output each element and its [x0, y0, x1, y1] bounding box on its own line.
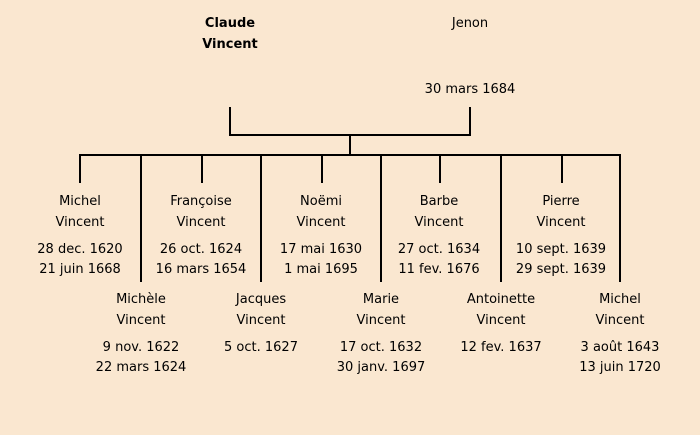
- connector-child4-drop: [260, 156, 262, 282]
- mother-node[interactable]: Jenon: [410, 13, 530, 34]
- marriage-date: 30 mars 1684: [424, 82, 516, 97]
- person-date2: 16 mars 1654: [155, 262, 247, 277]
- person-first-name: Noëmi: [300, 194, 342, 209]
- person-last-name: Vincent: [296, 215, 346, 230]
- father-node[interactable]: Claude Vincent: [170, 13, 290, 55]
- connector-child2-drop: [140, 156, 142, 282]
- connector-child9-drop: [561, 156, 563, 183]
- person-date1: 3 août 1643: [580, 340, 660, 355]
- person-first-name: Michel: [599, 292, 641, 307]
- person-first-name: Jacques: [235, 292, 287, 307]
- person-date1: 5 oct. 1627: [224, 340, 298, 355]
- person-date2: 29 sept. 1639: [515, 262, 607, 277]
- connector-mother-drop: [469, 107, 471, 136]
- connector-child3-drop: [201, 156, 203, 183]
- connector-child6-drop: [380, 156, 382, 282]
- connector-child1-drop: [79, 156, 81, 183]
- person-node-pierre[interactable]: Pierre Vincent 10 sept. 1639 29 sept. 16…: [501, 191, 621, 280]
- person-node-francoise[interactable]: Françoise Vincent 26 oct. 1624 16 mars 1…: [141, 191, 261, 280]
- person-last-name: Vincent: [414, 215, 464, 230]
- person-last-name: Vincent: [55, 215, 105, 230]
- person-node-jacques[interactable]: Jacques Vincent 5 oct. 1627: [201, 289, 321, 358]
- father-last-name: Vincent: [202, 37, 258, 52]
- person-date1: 17 mai 1630: [279, 242, 363, 257]
- person-node-michele[interactable]: Michèle Vincent 9 nov. 1622 22 mars 1624: [81, 289, 201, 378]
- person-last-name: Vincent: [116, 313, 166, 328]
- person-last-name: Vincent: [356, 313, 406, 328]
- person-node-marie[interactable]: Marie Vincent 17 oct. 1632 30 janv. 1697: [321, 289, 441, 378]
- person-date1: 9 nov. 1622: [102, 340, 180, 355]
- connector-father-drop: [229, 107, 231, 136]
- person-last-name: Vincent: [476, 313, 526, 328]
- connector-child5-drop: [321, 156, 323, 183]
- mother-name: Jenon: [451, 16, 489, 31]
- person-date1: 26 oct. 1624: [159, 242, 243, 257]
- person-date1: 17 oct. 1632: [339, 340, 423, 355]
- person-node-michel2[interactable]: Michel Vincent 3 août 1643 13 juin 1720: [560, 289, 680, 378]
- person-date2: 30 janv. 1697: [336, 360, 426, 375]
- person-first-name: Michèle: [116, 292, 166, 307]
- person-date2: 21 juin 1668: [39, 262, 121, 277]
- person-last-name: Vincent: [236, 313, 286, 328]
- person-date2: 11 fev. 1676: [398, 262, 480, 277]
- person-node-noemi[interactable]: Noëmi Vincent 17 mai 1630 1 mai 1695: [261, 191, 381, 280]
- person-node-antoinette[interactable]: Antoinette Vincent 12 fev. 1637: [441, 289, 561, 358]
- connector-siblings-bar: [79, 154, 621, 156]
- connector-parents-bar: [229, 134, 471, 136]
- connector-child7-drop: [439, 156, 441, 183]
- person-date1: 27 oct. 1634: [397, 242, 481, 257]
- person-date1: 10 sept. 1639: [515, 242, 607, 257]
- person-node-barbe[interactable]: Barbe Vincent 27 oct. 1634 11 fev. 1676: [379, 191, 499, 280]
- person-date1: 12 fev. 1637: [460, 340, 542, 355]
- person-first-name: Françoise: [170, 194, 232, 209]
- person-first-name: Marie: [362, 292, 400, 307]
- person-first-name: Michel: [59, 194, 101, 209]
- person-node-michel1[interactable]: Michel Vincent 28 dec. 1620 21 juin 1668: [20, 191, 140, 280]
- person-first-name: Pierre: [542, 194, 580, 209]
- connector-child8-drop: [500, 156, 502, 282]
- person-first-name: Barbe: [419, 194, 459, 209]
- person-first-name: Antoinette: [466, 292, 536, 307]
- person-last-name: Vincent: [176, 215, 226, 230]
- person-last-name: Vincent: [536, 215, 586, 230]
- person-date2: 13 juin 1720: [579, 360, 661, 375]
- father-first-name: Claude: [204, 16, 256, 31]
- person-date2: 22 mars 1624: [95, 360, 187, 375]
- connector-child10-drop: [619, 156, 621, 282]
- person-date2: 1 mai 1695: [284, 262, 358, 277]
- person-last-name: Vincent: [595, 313, 645, 328]
- person-date1: 28 dec. 1620: [37, 242, 123, 257]
- connector-couple-drop: [349, 136, 351, 155]
